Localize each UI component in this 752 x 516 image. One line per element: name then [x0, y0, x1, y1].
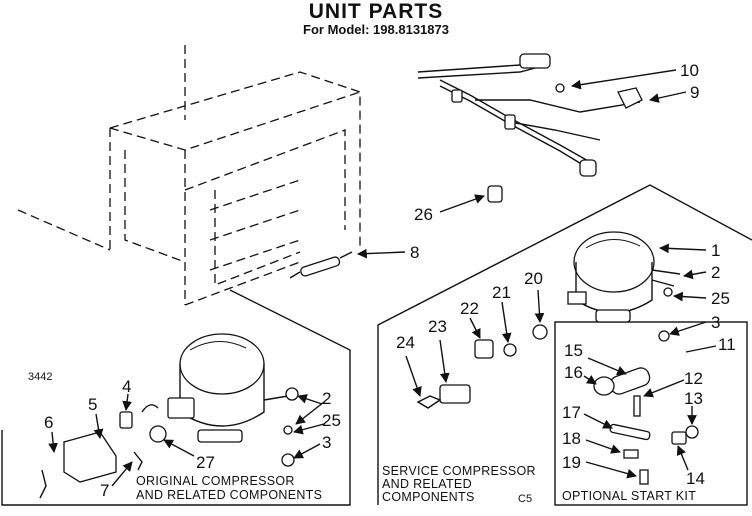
- callout-3-service: 3: [711, 313, 720, 332]
- callout-7: 7: [100, 481, 109, 500]
- wire-harness: [417, 53, 643, 177]
- callout-25-service: 25: [711, 289, 730, 308]
- callout-14: 14: [686, 469, 705, 488]
- callout-9: 9: [690, 83, 699, 102]
- original-compressor: [149, 333, 299, 467]
- drier-part: [289, 251, 353, 279]
- start-kit-parts: [593, 367, 699, 485]
- callout-3-original: 3: [322, 433, 331, 452]
- callout-18: 18: [562, 429, 581, 448]
- cabinet-outline: [17, 45, 361, 306]
- service-caption-line3: COMPONENTS: [382, 490, 475, 504]
- original-caption-line1: ORIGINAL COMPRESSOR: [136, 474, 295, 488]
- callout-4: 4: [122, 377, 131, 396]
- service-components: [416, 324, 548, 409]
- callout-21: 21: [492, 283, 511, 302]
- clip-part: [487, 185, 503, 203]
- reference-number: 3442: [28, 371, 52, 383]
- callout-6: 6: [44, 413, 53, 432]
- callout-24: 24: [396, 333, 415, 352]
- original-caption-line2: AND RELATED COMPONENTS: [136, 488, 322, 502]
- service-caption-line1: SERVICE COMPRESSOR: [382, 464, 536, 478]
- callout-26: 26: [414, 205, 433, 224]
- callout-16: 16: [564, 363, 583, 382]
- callout-27: 27: [196, 453, 215, 472]
- callout-25-original-visible: 25: [322, 411, 341, 430]
- callout-17: 17: [562, 403, 581, 422]
- callout-11: 11: [718, 335, 736, 354]
- callout-10: 10: [680, 61, 699, 80]
- callout-2-original: 2: [322, 389, 331, 408]
- callout-15: 15: [564, 341, 583, 360]
- callout-22: 22: [460, 299, 479, 318]
- service-compressor: [567, 231, 681, 342]
- callout-20: 20: [524, 269, 543, 288]
- service-section-border: [377, 184, 752, 506]
- callout-12: 12: [684, 369, 703, 388]
- callout-2-service: 2: [711, 263, 720, 282]
- callout-8: 8: [410, 243, 419, 262]
- start-kit-caption: OPTIONAL START KIT: [562, 489, 696, 503]
- original-components: [39, 404, 159, 499]
- model-number: For Model: 198.8131873: [303, 22, 449, 37]
- page-code: C5: [518, 493, 532, 505]
- original-section-border: [1, 289, 351, 506]
- callout-5: 5: [88, 395, 97, 414]
- callout-23: 23: [428, 317, 447, 336]
- page-title: UNIT PARTS: [308, 0, 444, 23]
- callout-1: 1: [711, 241, 720, 260]
- callout-13: 13: [684, 389, 703, 408]
- service-caption-line2: AND RELATED: [382, 477, 472, 491]
- callout-19: 19: [562, 453, 581, 472]
